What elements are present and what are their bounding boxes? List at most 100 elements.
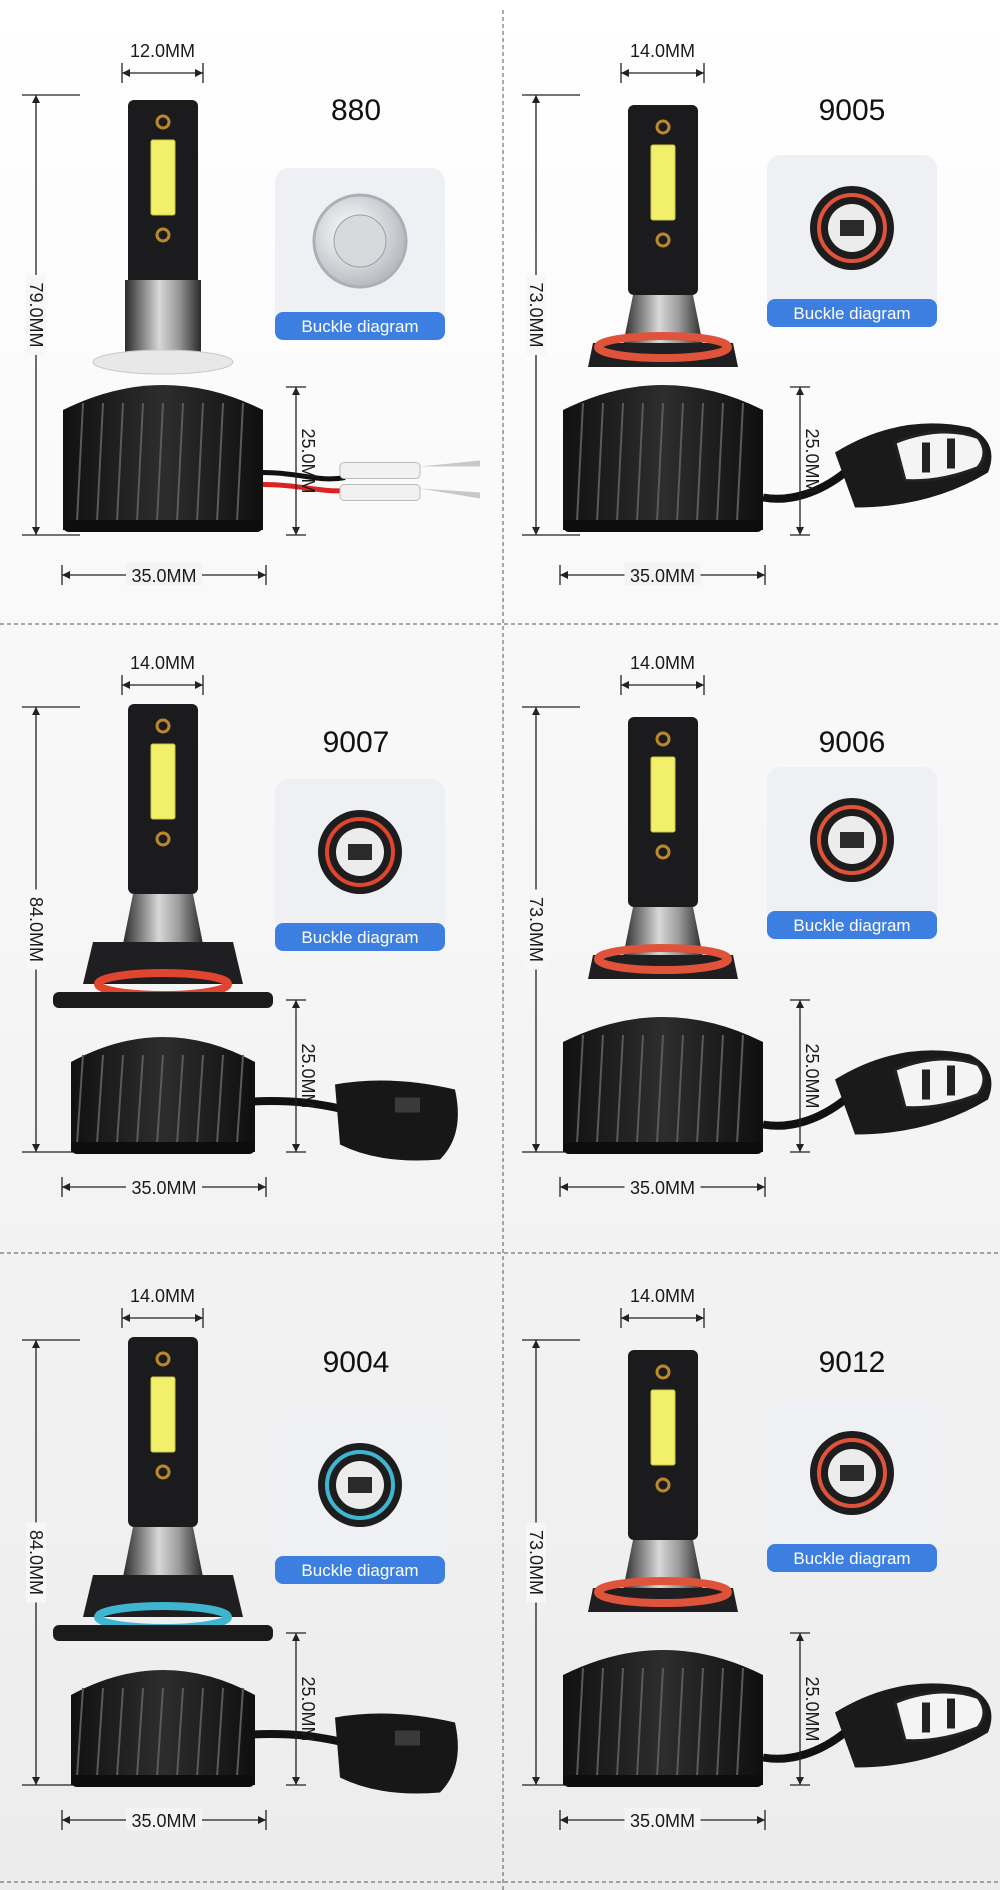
rivet: [155, 1464, 171, 1480]
connector-plug: [762, 1683, 992, 1768]
connector-plug-angled: [249, 1713, 458, 1794]
heat-sink: [563, 385, 763, 530]
base-width-label: 35.0MM: [131, 566, 196, 586]
heat-sink-base: [63, 520, 263, 532]
top-width-label: 14.0MM: [130, 653, 195, 673]
plug-face: [893, 1057, 986, 1110]
rivet: [655, 1477, 671, 1493]
heat-sink-dimension: 25.0MM: [286, 386, 318, 536]
buckle-diagram-label: Buckle diagram: [301, 1561, 418, 1580]
height-dimension: 84.0MM: [22, 706, 80, 1153]
led-chip: [150, 139, 176, 216]
heat-sink: [71, 1037, 255, 1152]
led-chip: [650, 1389, 676, 1466]
plug-housing: [335, 1713, 458, 1794]
height-label: 79.0MM: [26, 282, 46, 347]
led-bulb-illustration: [563, 105, 763, 532]
base-width-dimension: 35.0MM: [61, 563, 267, 586]
top-width-dimension: 14.0MM: [620, 41, 705, 83]
mount-flange: [53, 1625, 273, 1641]
top-width-label: 12.0MM: [130, 41, 195, 61]
buckle-diagram-card: Buckle diagram: [767, 767, 937, 939]
top-width-dimension: 14.0MM: [620, 1286, 705, 1328]
base-width-dimension: 35.0MM: [61, 1808, 267, 1831]
base-width-dimension: 35.0MM: [61, 1175, 267, 1198]
rivet: [655, 232, 671, 248]
led-bulb-illustration: [53, 1337, 273, 1787]
buckle-label-bar: [275, 923, 445, 951]
model-number: 9007: [323, 726, 390, 759]
rivet: [655, 119, 671, 135]
heat-sink-base: [563, 1775, 763, 1787]
rivet: [155, 227, 171, 243]
top-width-dimension: 14.0MM: [121, 1286, 204, 1328]
height-label: 73.0MM: [526, 1530, 546, 1595]
led-chip: [650, 756, 676, 833]
base-width-label: 35.0MM: [131, 1811, 196, 1831]
rivet: [655, 1364, 671, 1380]
grid-dividers: [0, 10, 1000, 1890]
base-ring: [594, 944, 732, 974]
base-width-dimension: 35.0MM: [559, 563, 766, 586]
heat-sink-dimension: 25.0MM: [790, 386, 822, 536]
heat-sink: [63, 385, 263, 530]
metal-collar: [123, 894, 203, 944]
height-dimension: 84.0MM: [22, 1339, 80, 1786]
height-dimension: 73.0MM: [522, 1339, 580, 1786]
base-ring: [594, 332, 732, 362]
heat-sink-label: 25.0MM: [802, 1043, 822, 1108]
connector-plug: [762, 1050, 992, 1135]
model-number: 9006: [819, 726, 886, 759]
model-number: 9012: [819, 1346, 886, 1379]
height-label: 73.0MM: [526, 897, 546, 962]
buckle-label-bar: [767, 1544, 937, 1572]
led-chip: [650, 144, 676, 221]
heat-sink-dimension: 25.0MM: [790, 999, 822, 1153]
height-label: 84.0MM: [26, 897, 46, 962]
led-chip: [150, 1376, 176, 1453]
wire-terminal: [339, 484, 421, 501]
base-width-label: 35.0MM: [131, 1178, 196, 1198]
plug-face: [893, 430, 986, 483]
height-dimension: 73.0MM: [522, 706, 580, 1153]
buckle-diagram-label: Buckle diagram: [793, 1549, 910, 1568]
heat-sink-label: 25.0MM: [298, 1043, 318, 1108]
buckle-diagram-card: Buckle diagram: [275, 779, 445, 951]
heat-sink: [563, 1017, 763, 1152]
heat-sink-base: [71, 1775, 255, 1787]
metal-collar: [125, 280, 201, 355]
heat-sink-dimension: 25.0MM: [286, 1632, 318, 1786]
heat-sink-label: 25.0MM: [298, 1676, 318, 1741]
buckle-diagram-label: Buckle diagram: [793, 304, 910, 323]
heat-sink-dimension: 25.0MM: [286, 999, 318, 1153]
mount-flange: [53, 992, 273, 1008]
rivet: [655, 844, 671, 860]
base-width-label: 35.0MM: [630, 566, 695, 586]
led-bulb-illustration: [63, 100, 263, 532]
connector-plug-angled: [249, 1080, 458, 1161]
rivet: [155, 114, 171, 130]
heat-sink-label: 25.0MM: [802, 428, 822, 493]
buckle-label-bar: [767, 911, 937, 939]
model-number: 9005: [819, 94, 886, 127]
top-width-dimension: 14.0MM: [121, 653, 204, 695]
top-width-dimension: 14.0MM: [620, 653, 705, 695]
heat-sink-base: [563, 520, 763, 532]
heat-sink-dimension: 25.0MM: [790, 1632, 822, 1786]
top-width-label: 14.0MM: [630, 653, 695, 673]
connector-wires: [262, 460, 480, 501]
base-width-dimension: 35.0MM: [559, 1808, 766, 1831]
metal-collar: [123, 1527, 203, 1577]
heat-sink-base: [563, 1142, 763, 1154]
rivet: [655, 731, 671, 747]
height-dimension: 73.0MM: [522, 94, 580, 536]
heat-sink: [71, 1670, 255, 1785]
buckle-label-bar: [275, 1556, 445, 1584]
buckle-diagram-label: Buckle diagram: [301, 928, 418, 947]
buckle-label-bar: [275, 312, 445, 340]
